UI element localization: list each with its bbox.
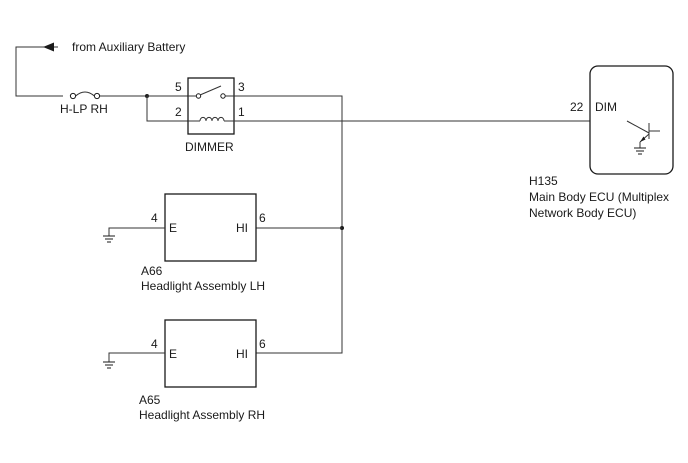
headlight-rh-pin-e-name: E	[169, 347, 177, 361]
headlight-lh-code: A66	[141, 264, 163, 278]
coil-icon	[199, 116, 225, 122]
ecu-pin-name: DIM	[595, 100, 617, 114]
headlight-rh-name: Headlight Assembly RH	[139, 408, 265, 422]
dimmer-box	[187, 77, 235, 135]
dimmer-label: DIMMER	[185, 140, 234, 154]
headlight-rh-pin-hi-number: 6	[259, 337, 266, 351]
ecu-h135: 22 DIM H135 Main Body ECU (Multiplex Net…	[529, 65, 674, 220]
fuse-icon	[75, 91, 95, 97]
ecu-code: H135	[529, 174, 558, 188]
headlight-lh-pin-hi-name: HI	[236, 221, 248, 235]
headlight-assembly-rh: 4 E 6 HI A65 Headlight Assembly RH	[103, 319, 266, 422]
fuse-terminal-right	[93, 92, 101, 100]
ecu-box	[589, 65, 674, 175]
headlight-lh-pin-e-number: 4	[151, 211, 158, 225]
headlight-lh-ground-wire	[108, 227, 165, 236]
headlight-lh-name: Headlight Assembly LH	[141, 279, 265, 293]
headlight-rh-code: A65	[139, 393, 161, 407]
ground-icon	[103, 235, 115, 243]
ecu-name-line1: Main Body ECU (Multiplex	[529, 190, 669, 204]
arrow-left-icon	[43, 42, 54, 52]
headlight-rh-ground-wire	[108, 352, 165, 362]
dimmer-contact-right	[220, 93, 226, 99]
source-wire	[15, 46, 63, 97]
headlight-assembly-lh: 4 E 6 HI A66 Headlight Assembly LH	[103, 193, 266, 293]
headlight-rh-box	[164, 319, 257, 388]
wire-pin3-to-hi-bus	[234, 95, 343, 354]
ecu-name-line2: Network Body ECU)	[529, 206, 636, 220]
ground-icon	[103, 361, 115, 369]
auxiliary-battery-feed: from Auxiliary Battery	[15, 40, 185, 97]
headlight-lh-box	[164, 193, 257, 262]
fuse-h-lp-rh: H-LP RH	[60, 91, 147, 116]
dimmer-pin-1: 1	[238, 105, 245, 119]
dimmer-contact-left	[195, 93, 202, 99]
fuse-label: H-LP RH	[60, 102, 108, 116]
wire-to-pin2	[146, 96, 188, 122]
dimmer-pin-5: 5	[175, 80, 182, 94]
headlight-lh-pin-e-name: E	[169, 221, 177, 235]
headlight-rh-pin-e-number: 4	[151, 337, 158, 351]
fuse-terminal-left	[69, 92, 77, 100]
ground-icon	[634, 147, 646, 155]
ecu-pin-number: 22	[570, 100, 584, 114]
dimmer-pin-2: 2	[175, 105, 182, 119]
headlight-rh-pin-hi-name: HI	[236, 347, 248, 361]
transistor-collector	[626, 120, 650, 134]
dimmer-switch: 5 3 2 1 DIMMER	[175, 77, 245, 154]
source-label: from Auxiliary Battery	[72, 40, 185, 54]
headlight-lh-pin-hi-number: 6	[259, 211, 266, 225]
dimmer-pin-3: 3	[238, 80, 245, 94]
transistor-arrow-icon	[640, 136, 646, 142]
switch-blade-icon	[199, 85, 222, 96]
